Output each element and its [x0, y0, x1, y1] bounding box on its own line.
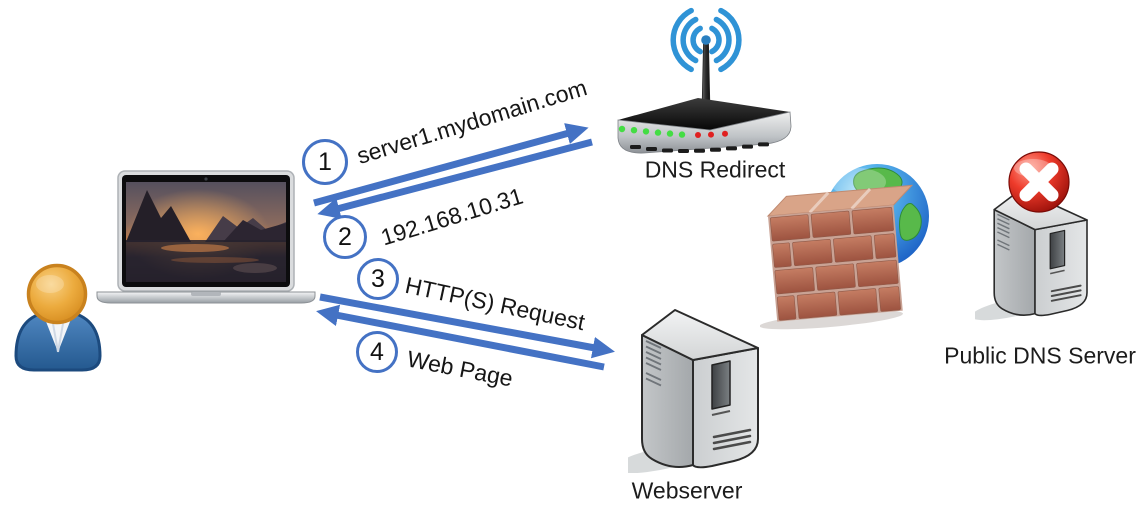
laptop-wallpaper [126, 182, 286, 282]
step-3-badge: 3 [357, 258, 399, 300]
wifi-signal-icon [670, 7, 742, 73]
blocked-x-icon [1008, 151, 1070, 213]
router-top [618, 98, 790, 130]
laptop-base [96, 291, 316, 304]
webserver-label: Webserver [631, 477, 743, 504]
public-dns-server-label: Public DNS Server [944, 342, 1136, 369]
step-1-badge: 1 [302, 139, 348, 185]
server-tower-icon-public-dns [975, 151, 1089, 327]
step-2-badge: 2 [323, 215, 367, 259]
wireless-router-icon [617, 7, 792, 154]
firewall-globe-group [760, 164, 929, 330]
laptop-icon [96, 170, 316, 304]
arrow-step4-webserver-to-laptop [316, 304, 605, 371]
arrow-step2-dnsredirect-to-laptop [317, 138, 593, 219]
step-4-badge: 4 [356, 331, 398, 373]
person-icon [14, 263, 102, 372]
laptop-notch [191, 292, 221, 296]
laptop-camera [204, 177, 208, 181]
router-leds [618, 125, 728, 138]
server-tower-icon-webserver [628, 308, 760, 473]
arrow-step3-laptop-to-webserver [319, 293, 615, 359]
dns-redirect-label: DNS Redirect [644, 156, 786, 183]
person-head [26, 263, 88, 325]
arrow-step1-laptop-to-dnsredirect [313, 123, 589, 207]
router-vents [630, 142, 769, 153]
antenna-tip [701, 35, 711, 45]
firewall-brick-wall-icon [760, 184, 914, 330]
